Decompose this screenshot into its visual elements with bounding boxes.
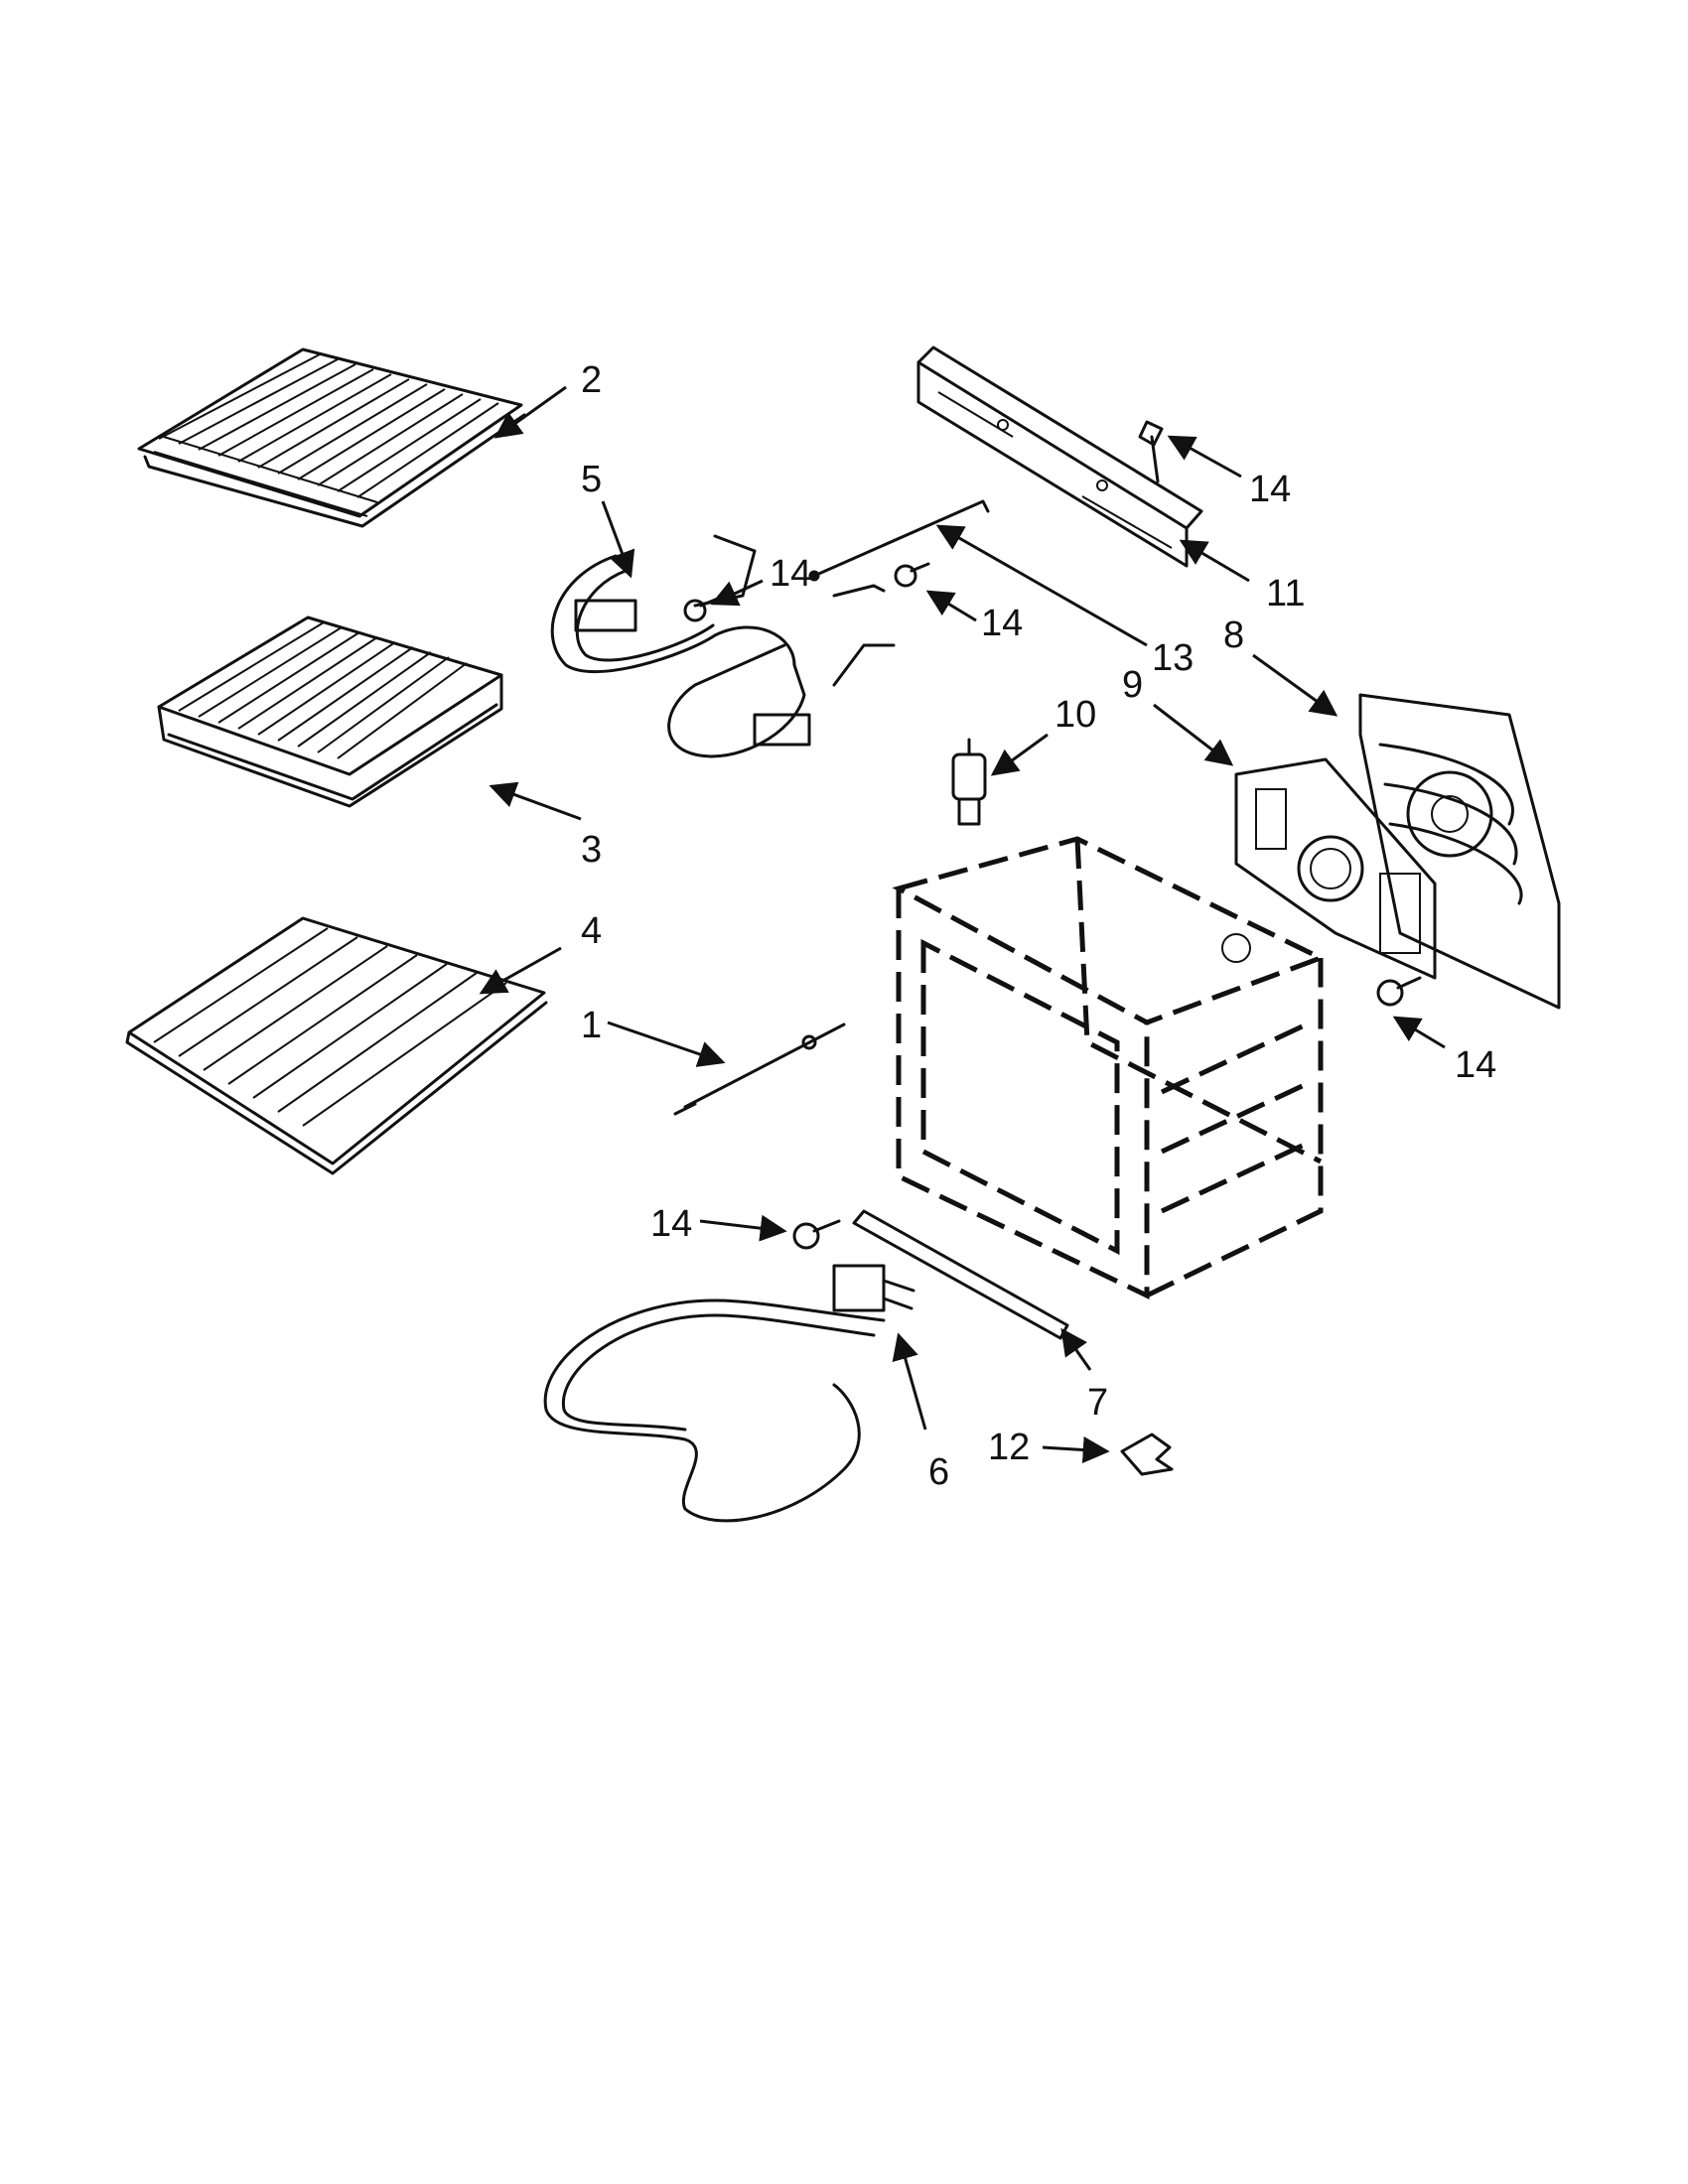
callout-14-a: 14 bbox=[1249, 469, 1291, 510]
callout-1: 1 bbox=[581, 1005, 602, 1046]
callout-5: 5 bbox=[581, 459, 602, 500]
rack-part-2 bbox=[137, 347, 526, 528]
bake-element-part-6 bbox=[543, 1264, 915, 1523]
callout-labels: 2 5 14 14 14 11 13 8 9 10 3 4 1 14 14 7 … bbox=[581, 359, 1496, 1493]
callout-10: 10 bbox=[1055, 694, 1096, 736]
callout-3: 3 bbox=[581, 829, 602, 871]
callout-7: 7 bbox=[1087, 1382, 1108, 1424]
clip-part-12 bbox=[1120, 1433, 1174, 1476]
convection-element-part-8 bbox=[1358, 693, 1561, 1010]
tube-part-7 bbox=[852, 1209, 1069, 1340]
broil-element-part-5 bbox=[550, 534, 896, 758]
screw-14-e bbox=[792, 1219, 841, 1250]
convection-baffle-part-9 bbox=[1234, 757, 1437, 980]
temperature-probe-part-1 bbox=[673, 1023, 846, 1116]
leader-lines bbox=[479, 385, 1446, 1463]
callout-9: 9 bbox=[1122, 664, 1143, 706]
callout-14-d: 14 bbox=[1455, 1044, 1496, 1086]
screw-14-c bbox=[894, 562, 930, 588]
callout-14-c: 14 bbox=[981, 603, 1023, 644]
screw-14-a bbox=[1138, 420, 1164, 483]
callout-14-b: 14 bbox=[770, 553, 811, 595]
rail-bracket-part-11 bbox=[916, 345, 1203, 568]
callout-2: 2 bbox=[581, 359, 602, 401]
callout-11: 11 bbox=[1266, 573, 1305, 614]
callout-4: 4 bbox=[581, 910, 602, 952]
thermostat-part-10 bbox=[951, 738, 987, 826]
oven-cavity bbox=[892, 836, 1328, 1299]
sensor-wire-part-13 bbox=[808, 499, 990, 598]
rack-part-4 bbox=[125, 916, 548, 1175]
callout-14-e: 14 bbox=[650, 1203, 692, 1245]
callout-6: 6 bbox=[928, 1451, 949, 1493]
rack-part-3 bbox=[157, 615, 503, 808]
callout-12: 12 bbox=[988, 1427, 1030, 1468]
screw-14-d bbox=[1376, 976, 1422, 1007]
callout-8: 8 bbox=[1223, 614, 1244, 656]
callout-13: 13 bbox=[1152, 637, 1194, 679]
